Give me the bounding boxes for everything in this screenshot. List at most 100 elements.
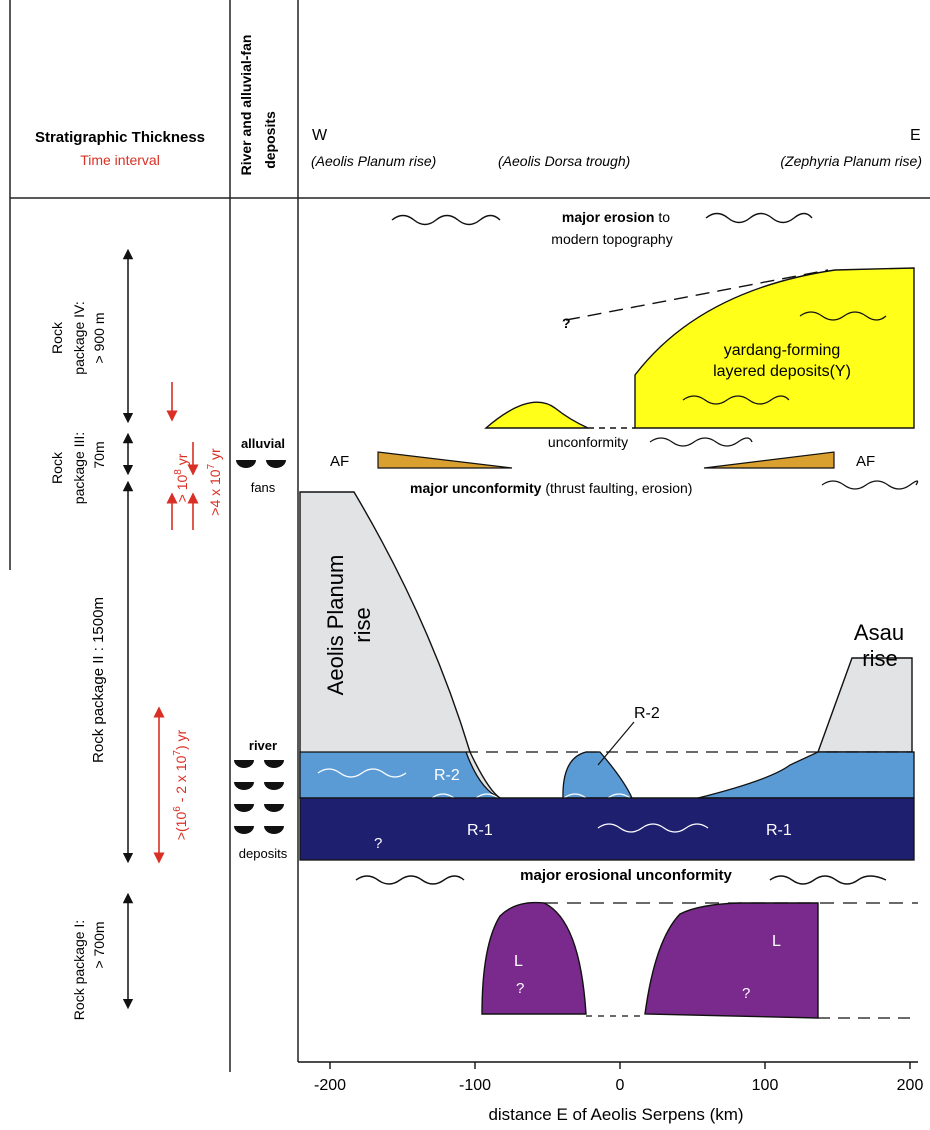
yardang-label-line1: yardang-forming [724,342,841,359]
aeolis-planum-rise-shape [299,491,503,799]
package-iii-line3: 70m [91,441,107,468]
x-axis-label: distance E of Aeolis Serpens (km) [488,1105,743,1124]
r2-channel-mound [562,751,634,799]
time-label-1-unit: yr [174,453,190,469]
package-ii-label: Rock package II : 1500m [90,597,107,763]
wavy-line-top-left [391,214,501,226]
x-axis: -200 -100 0 100 200 distance E of Aeolis Ser… [298,1061,923,1124]
time-label-2-unit: yr [207,448,223,464]
package-iv-line2: package IV: [71,301,87,374]
alluvial-symbols [236,460,286,468]
time-label-3-exp1: 6 [172,806,183,812]
r1-left-label: R-1 [467,822,493,839]
aeolis-planum-label-line2: rise [350,607,375,642]
time-label-2-base: >4 x 10 [207,469,223,516]
r2-callout-leader [597,721,635,766]
l-right-question: ? [742,985,750,1002]
l-right-label: L [772,933,781,950]
x-tick-label: -200 [314,1077,346,1094]
yardang-wavy-lines [682,311,887,405]
river-symbol-4 [264,782,284,790]
major-unconformity-bold: major unconformity [410,480,542,496]
east-sublabel: (Zephyria Planum rise) [780,153,922,169]
fans-label: fans [251,480,276,495]
time-label-2: >4 x 107 yr [206,448,223,516]
river-symbol-8 [264,826,284,834]
l-left-label: L [514,953,523,970]
purple-shape-left [481,901,587,1015]
unconformity-label: unconformity [548,434,628,450]
erosional-wavy-right [769,875,887,885]
time-label-3-unit: ) yr [173,729,189,750]
r2-layer-right [697,751,915,799]
package-iv-line1: Rock [49,321,65,354]
time-label-3-exp2: 7 [172,750,183,756]
river-symbol-2 [264,760,284,768]
major-unconformity-label: major unconformity (thrust faulting, ero… [410,480,692,496]
time-label-3-base: >(10 [173,812,189,841]
west-label: W [312,127,328,144]
r2-callout-label: R-2 [634,705,660,722]
fan-symbol-1 [236,460,256,468]
unconformity-wavy-line [649,437,753,447]
wavy-line-top-right [705,212,813,224]
package-i-line2: > 700m [91,921,107,968]
modern-topography-label: modern topography [551,231,672,247]
small-yellow-mound [484,401,589,429]
river-symbols [234,760,284,834]
asau-label-line1: Asau [854,620,904,645]
af-left-label: AF [330,453,349,470]
erosional-wavy-left [355,875,465,885]
major-erosional-unconformity-label: major erosional unconformity [520,867,732,884]
af-right-label: AF [856,453,875,470]
river-column-header-line1: River and alluvial-fan [238,35,254,176]
deposits-label: deposits [239,846,288,861]
middle-sublabel: (Aeolis Dorsa trough) [498,153,630,169]
west-sublabel: (Aeolis Planum rise) [311,153,436,169]
river-symbol-3 [234,782,254,790]
package-i-line1: Rock package I: [71,920,87,1020]
package-iv-label: Rock package IV: > 900 m [49,301,107,374]
major-unconformity-rest: (thrust faulting, erosion) [541,480,692,496]
major-unconformity-wavy-line [821,480,919,490]
r2-wavy-1 [317,768,407,778]
river-symbol-6 [264,804,284,812]
x-tick-label: -100 [459,1077,491,1094]
frame-lines [9,0,930,1072]
yardang-deposit-shape [634,267,915,429]
time-interval-subtitle: Time interval [80,152,160,168]
time-label-1-base: > 10 [174,475,190,503]
aeolis-planum-label-line1: Aeolis Planum [323,555,348,696]
x-tick-label: 200 [897,1077,924,1094]
r2-layer-label: R-2 [434,767,460,784]
erosion-wavy-lines [391,212,813,226]
time-labels: > 108 yr >4 x 107 yr >(106 - 2 x 107) yr [172,448,223,840]
major-erosion-rest: to [655,209,671,225]
x-tick-label: 0 [616,1077,625,1094]
strat-thickness-title: Stratigraphic Thickness [35,129,205,146]
alluvial-label: alluvial [241,436,285,451]
river-label: river [249,738,277,753]
time-label-1: > 108 yr [173,453,190,502]
package-iii-line1: Rock [49,451,65,484]
river-symbol-1 [234,760,254,768]
major-erosion-bold: major erosion [562,209,655,225]
x-tick-label: 100 [752,1077,779,1094]
time-label-2-exp: 7 [206,463,217,469]
package-iii-line2: package III: [71,432,87,504]
r1-wavy-line [597,823,709,833]
yardang-dashed-extrapolation [565,269,829,321]
r1-right-label: R-1 [766,822,792,839]
x-axis-ticks: -200 -100 0 100 200 [314,1062,923,1094]
r1-question-mark: ? [374,835,382,852]
alluvial-fan-wedge-left [377,451,513,469]
package-i-label: Rock package I: > 700m [71,920,107,1020]
erosional-unconformity-wavy-lines [355,875,887,885]
package-iii-label: Rock package III: 70m [49,432,107,504]
fan-symbol-2 [266,460,286,468]
river-symbol-7 [234,826,254,834]
yardang-label-line2: layered deposits(Y) [713,363,851,380]
time-label-3: >(106 - 2 x 107) yr [172,729,189,840]
river-column-header-line2: deposits [262,111,278,169]
